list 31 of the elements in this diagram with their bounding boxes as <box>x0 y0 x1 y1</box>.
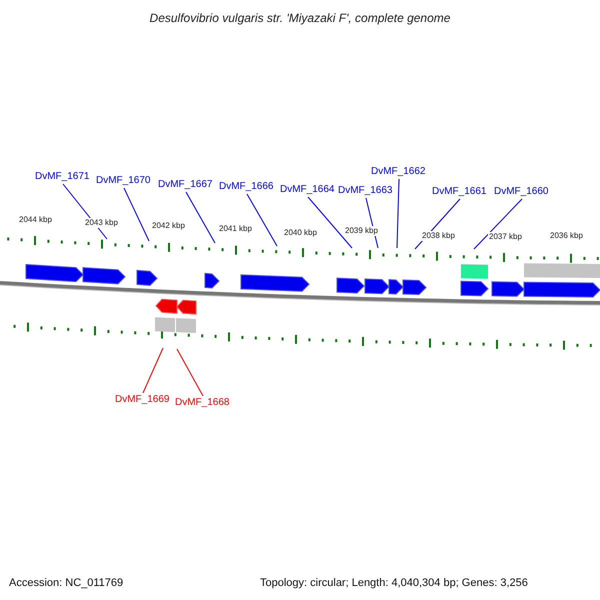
scale-label: 2041 kbp <box>218 224 253 234</box>
leader-line <box>142 348 164 394</box>
footer-text: Accession: NC_011769 <box>9 576 124 591</box>
gene-label: DvMF_1664 <box>280 184 334 196</box>
footer-text: Topology: circular; Length: 4,040,304 bp; Genes: 3,256 <box>260 576 528 591</box>
gene-label: DvMF_1666 <box>219 181 274 193</box>
leader-line <box>246 194 278 246</box>
gene-label: DvMF_1663 <box>338 185 392 197</box>
scale-label: 2037 kbp <box>488 232 523 242</box>
leader-line <box>396 178 400 248</box>
diagram-title: Desulfovibrio vulgaris str. 'Miyazaki F', complete genome <box>148 10 452 27</box>
gene-label: DvMF_1661 <box>432 186 486 198</box>
scale-label: 2044 kbp <box>18 215 53 225</box>
leader-line <box>176 348 204 396</box>
leader-line <box>186 192 216 244</box>
gene-label: DvMF_1670 <box>96 175 150 187</box>
gene-label: DvMF_1660 <box>494 186 548 198</box>
scale-label: 2040 kbp <box>283 228 318 238</box>
leader-line <box>474 198 522 250</box>
gene-label: DvMF_1667 <box>158 179 212 191</box>
scale-label: 2043 kbp <box>84 218 119 228</box>
scale-label: 2036 kbp <box>549 231 584 241</box>
leader-line <box>124 188 150 242</box>
scale-label: 2039 kbp <box>344 226 379 236</box>
gene-label: DvMF_1662 <box>371 166 426 178</box>
scale-label: 2042 kbp <box>151 221 186 231</box>
gene-label: DvMF_1671 <box>35 171 90 183</box>
scale-label: 2038 kbp <box>421 231 456 241</box>
gene-label: DvMF_1669 <box>115 394 170 406</box>
leader-line <box>308 196 352 248</box>
gene-label: DvMF_1668 <box>175 397 230 409</box>
